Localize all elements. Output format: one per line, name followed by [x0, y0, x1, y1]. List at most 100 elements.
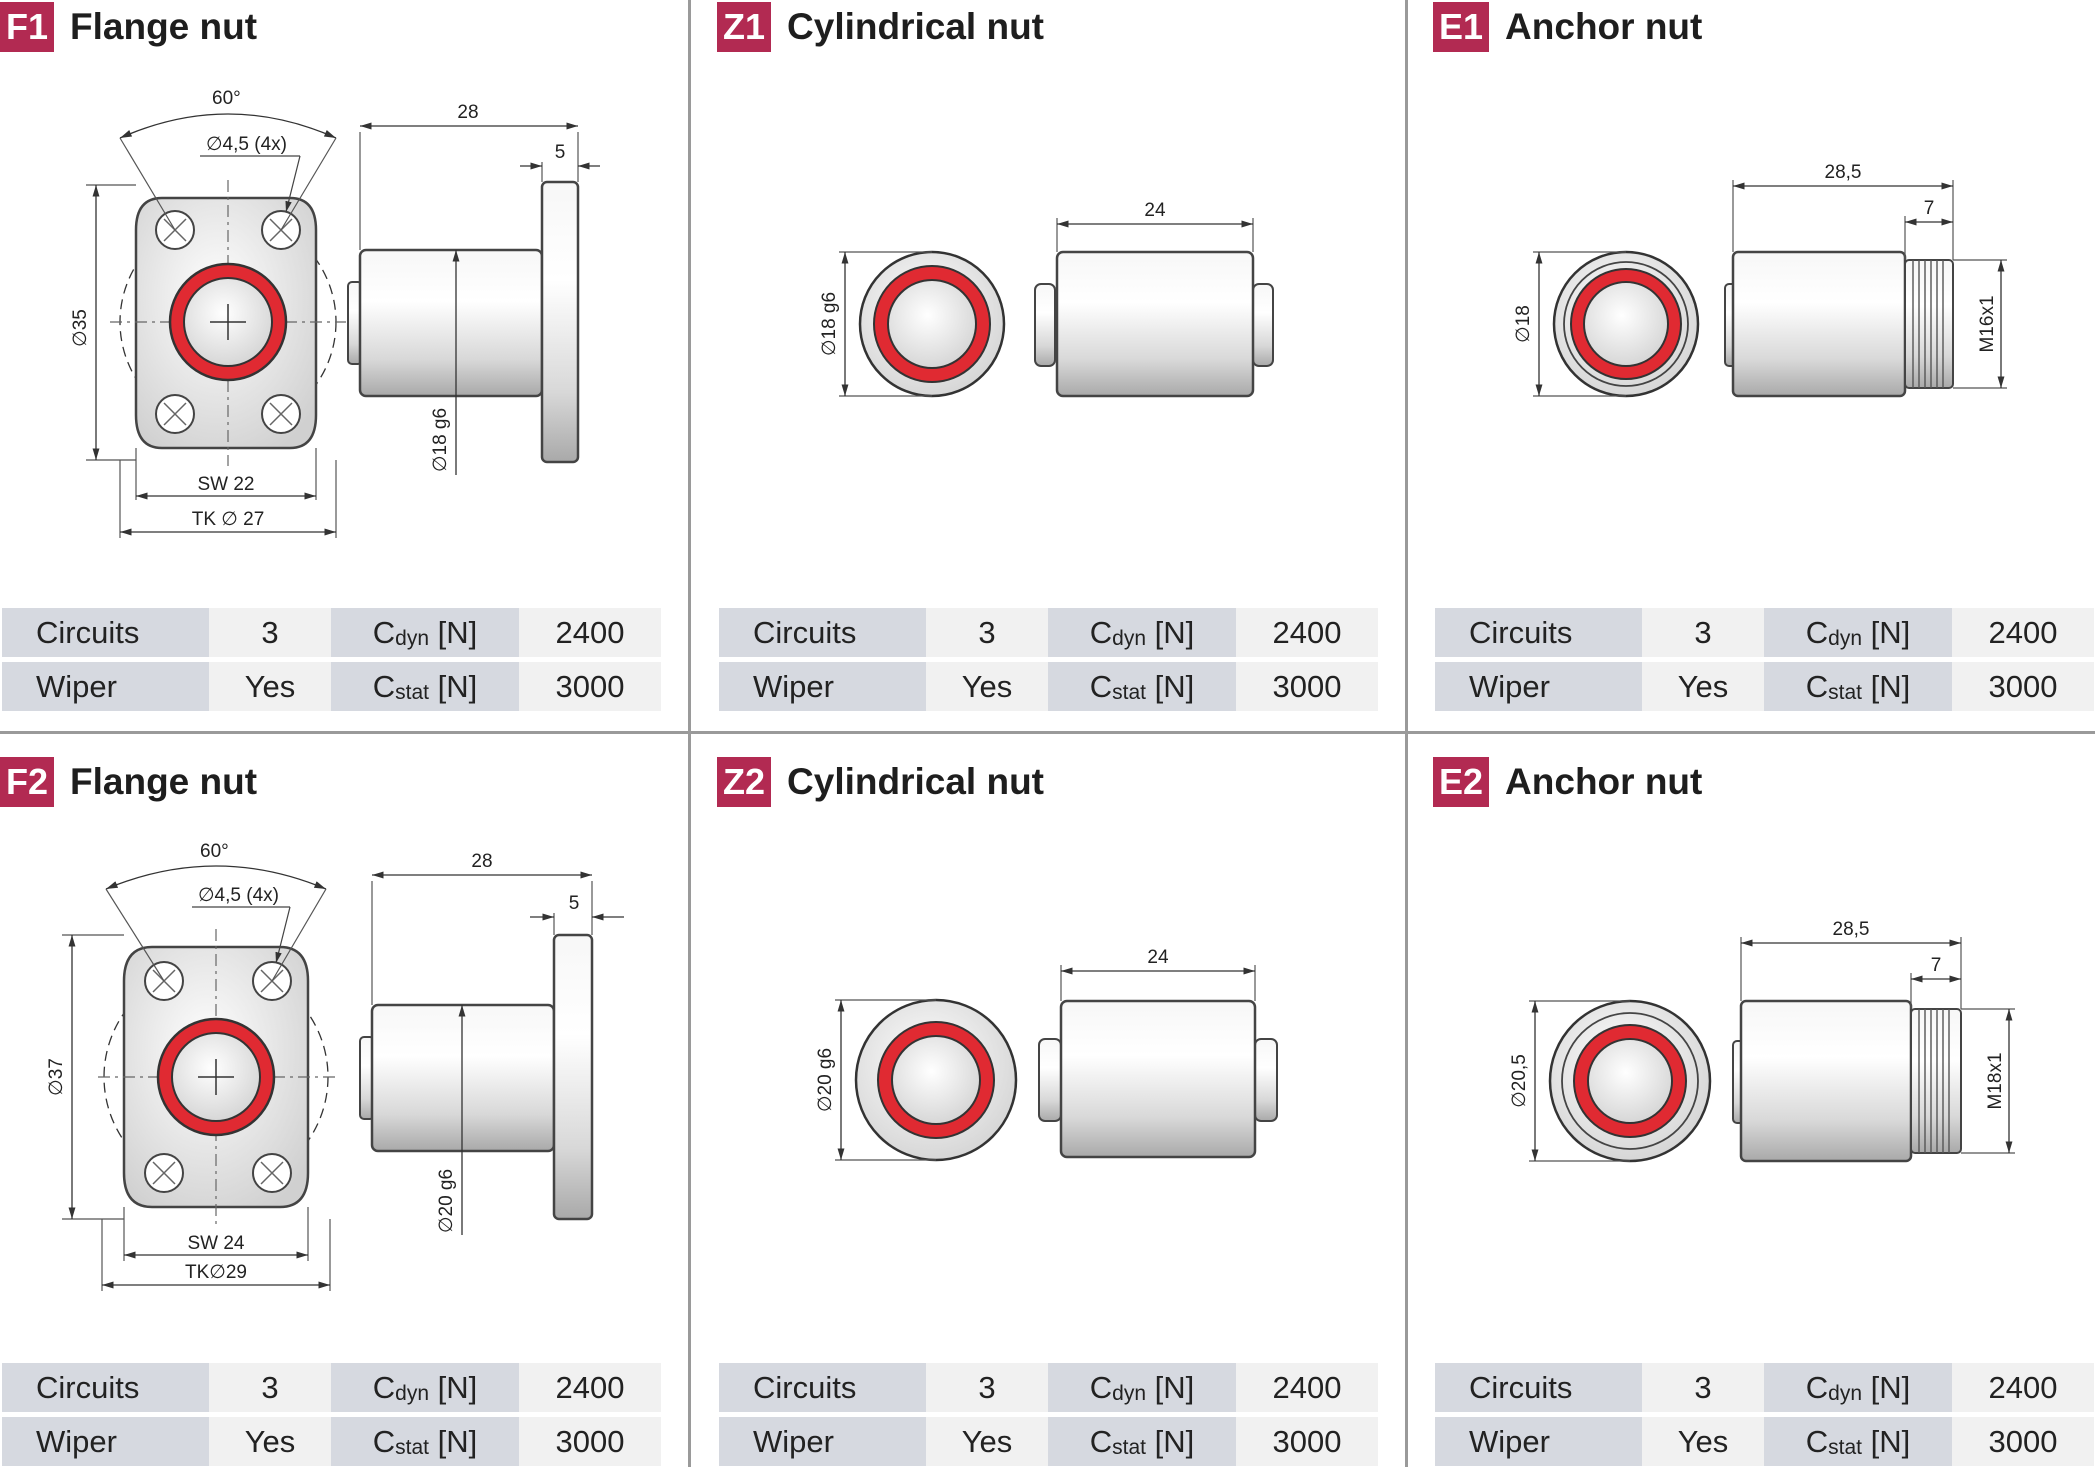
wiper-label: Wiper — [2, 1417, 209, 1466]
table-row: Wiper Yes Cstat [N] 3000 — [1435, 662, 2094, 711]
product-cell-z2: Z2 Cylindrical nut ∅20 g6 24 Circuits 3 … — [717, 755, 1407, 1483]
cdyn-value: 2400 — [1236, 1363, 1378, 1412]
svg-text:60°: 60° — [200, 841, 229, 862]
cdyn-label: Cdyn [N] — [1048, 1363, 1236, 1412]
svg-text:∅4,5 (4x): ∅4,5 (4x) — [206, 134, 287, 155]
svg-text:SW 22: SW 22 — [197, 474, 254, 495]
svg-text:∅18: ∅18 — [1513, 305, 1534, 343]
wiper-label: Wiper — [719, 662, 926, 711]
product-cell-f1: F1 Flange nut — [0, 0, 690, 728]
anchor-nut-drawing: ∅20,5 28,5 7 M18x1 — [1509, 919, 2015, 1163]
product-cell-e1: E1 Anchor nut ∅18 28,5 — [1433, 0, 2095, 728]
circuits-value: 3 — [1642, 608, 1764, 657]
svg-text:TK ∅ 27: TK ∅ 27 — [192, 509, 265, 530]
wiper-value: Yes — [1642, 1417, 1764, 1466]
flange-nut-drawing: 60° ∅4,5 (4x) ∅35 SW 22 TK ∅ 27 28 — [70, 88, 600, 538]
table-row: Wiper Yes Cstat [N] 3000 — [1435, 1417, 2094, 1466]
circuits-value: 3 — [926, 608, 1048, 657]
side-view: 24 — [1034, 200, 1274, 398]
svg-text:7: 7 — [1931, 955, 1942, 976]
circuits-value: 3 — [209, 608, 331, 657]
side-view: 28 5 ∅18 g6 — [347, 102, 600, 475]
product-title: Flange nut — [70, 761, 258, 802]
cdyn-label: Cdyn [N] — [1764, 608, 1952, 657]
svg-text:24: 24 — [1144, 200, 1166, 221]
cdyn-label: Cdyn [N] — [1764, 1363, 1952, 1412]
svg-text:28,5: 28,5 — [1833, 919, 1870, 940]
product-title: Flange nut — [70, 6, 258, 47]
cstat-label: Cstat [N] — [331, 662, 519, 711]
wiper-label: Wiper — [2, 662, 209, 711]
cell-header: E1 Anchor nut — [1433, 0, 1702, 54]
cell-header: Z2 Cylindrical nut — [717, 755, 1044, 809]
product-code-badge: E2 — [1433, 757, 1490, 807]
circuits-label: Circuits — [719, 1363, 926, 1412]
product-cell-z1: Z1 Cylindrical nut ∅18 g6 24 Circuits 3 … — [717, 0, 1407, 728]
specs-table: Circuits 3 Cdyn [N] 2400 Wiper Yes Cstat… — [2, 1358, 661, 1471]
svg-text:∅35: ∅35 — [70, 309, 91, 347]
product-code-badge: E1 — [1433, 2, 1490, 52]
product-title: Anchor nut — [1505, 761, 1703, 802]
product-title: Cylindrical nut — [787, 761, 1044, 802]
specs-table: Circuits 3 Cdyn [N] 2400 Wiper Yes Cstat… — [1435, 1358, 2094, 1471]
front-view: ∅20 g6 — [815, 998, 1018, 1162]
cdyn-value: 2400 — [1952, 608, 2094, 657]
cstat-value: 3000 — [1236, 662, 1378, 711]
svg-text:TK∅29: TK∅29 — [185, 1262, 247, 1283]
cell-header: E2 Anchor nut — [1433, 755, 1702, 809]
divider-horizontal — [0, 731, 2095, 734]
product-title: Cylindrical nut — [787, 6, 1044, 47]
svg-text:M18x1: M18x1 — [1985, 1052, 2006, 1109]
cstat-label: Cstat [N] — [331, 1417, 519, 1466]
wiper-value: Yes — [926, 1417, 1048, 1466]
table-row: Circuits 3 Cdyn [N] 2400 — [1435, 1363, 2094, 1412]
product-code-badge: Z1 — [717, 2, 772, 52]
circuits-label: Circuits — [1435, 1363, 1642, 1412]
cstat-label: Cstat [N] — [1764, 1417, 1952, 1466]
svg-text:60°: 60° — [212, 88, 241, 109]
table-row: Circuits 3 Cdyn [N] 2400 — [2, 1363, 661, 1412]
svg-text:∅18 g6: ∅18 g6 — [430, 408, 451, 472]
cdyn-label: Cdyn [N] — [1048, 608, 1236, 657]
cstat-value: 3000 — [1952, 1417, 2094, 1466]
product-cell-e2: E2 Anchor nut ∅20,5 28,5 — [1433, 755, 2095, 1483]
wiper-label: Wiper — [719, 1417, 926, 1466]
svg-text:∅37: ∅37 — [46, 1058, 67, 1096]
cstat-label: Cstat [N] — [1764, 662, 1952, 711]
svg-text:7: 7 — [1924, 198, 1935, 219]
svg-text:28: 28 — [457, 102, 478, 123]
specs-table: Circuits 3 Cdyn [N] 2400 Wiper Yes Cstat… — [2, 603, 661, 716]
wiper-value: Yes — [209, 1417, 331, 1466]
circuits-label: Circuits — [719, 608, 926, 657]
cdyn-value: 2400 — [519, 1363, 661, 1412]
specs-table: Circuits 3 Cdyn [N] 2400 Wiper Yes Cstat… — [1435, 603, 2094, 716]
wiper-value: Yes — [209, 662, 331, 711]
table-row: Wiper Yes Cstat [N] 3000 — [719, 1417, 1378, 1466]
product-code-badge: F2 — [0, 757, 55, 807]
front-view: 60° ∅4,5 (4x) ∅37 SW 24 TK∅29 — [46, 841, 336, 1291]
cylindrical-nut-drawing: ∅20 g6 24 — [815, 947, 1278, 1162]
circuits-value: 3 — [209, 1363, 331, 1412]
svg-text:5: 5 — [569, 893, 580, 914]
cell-header: F2 Flange nut — [0, 755, 257, 809]
svg-text:28,5: 28,5 — [1825, 162, 1862, 183]
cdyn-value: 2400 — [1236, 608, 1378, 657]
cstat-label: Cstat [N] — [1048, 662, 1236, 711]
specs-table: Circuits 3 Cdyn [N] 2400 Wiper Yes Cstat… — [719, 1358, 1378, 1471]
table-row: Circuits 3 Cdyn [N] 2400 — [1435, 608, 2094, 657]
svg-text:∅20 g6: ∅20 g6 — [436, 1169, 457, 1233]
specs-table: Circuits 3 Cdyn [N] 2400 Wiper Yes Cstat… — [719, 603, 1378, 716]
svg-text:∅20 g6: ∅20 g6 — [815, 1048, 836, 1112]
wiper-value: Yes — [1642, 662, 1764, 711]
wiper-value: Yes — [926, 662, 1048, 711]
cstat-value: 3000 — [1952, 662, 2094, 711]
cylindrical-nut-drawing: ∅18 g6 24 — [819, 200, 1274, 398]
cell-header: Z1 Cylindrical nut — [717, 0, 1044, 54]
anchor-nut-drawing: ∅18 28,5 7 M16x1 — [1513, 162, 2007, 398]
wiper-label: Wiper — [1435, 662, 1642, 711]
side-view: 28,5 7 M16x1 — [1724, 162, 2007, 398]
table-row: Circuits 3 Cdyn [N] 2400 — [719, 608, 1378, 657]
side-view: 28 5 ∅20 g6 — [359, 851, 624, 1235]
cdyn-label: Cdyn [N] — [331, 1363, 519, 1412]
side-view: 28,5 7 M18x1 — [1732, 919, 2015, 1163]
